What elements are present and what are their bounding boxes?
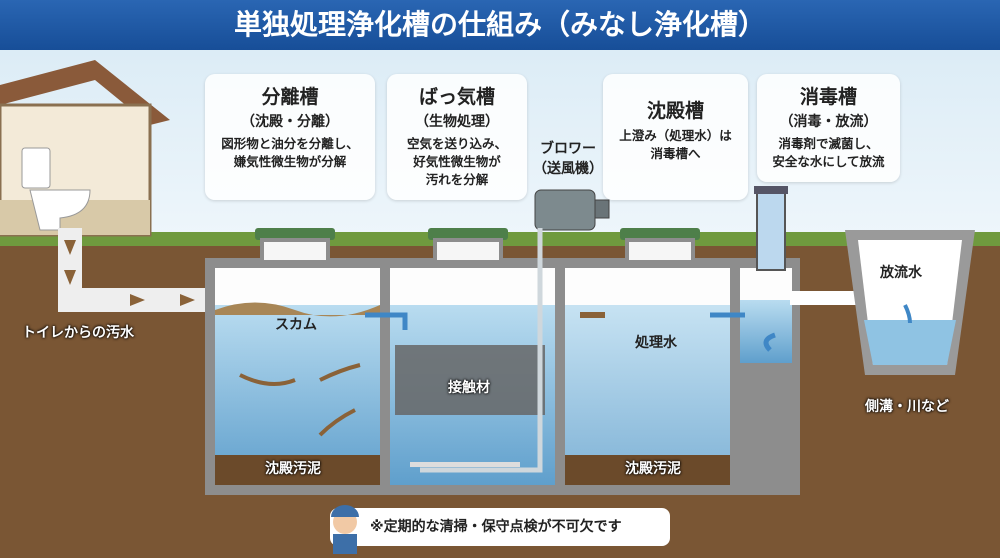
callout-heading: 沈殿槽	[646, 100, 704, 122]
scum-label: スカム	[275, 317, 317, 333]
disinfection-water	[740, 300, 792, 363]
page-title: 単独処理浄化槽の仕組み（みなし浄化槽）	[0, 0, 1000, 50]
callout-desc: 空気を送り込み、好気性微生物が汚れを分解	[406, 136, 507, 187]
treated-water-label: 処理水	[635, 335, 677, 351]
callout-sub: （沈殿・分離）	[241, 114, 339, 130]
disinfectant-tube	[756, 189, 786, 271]
discharge-water-label: 放流水	[880, 265, 922, 281]
callout-aeration-tank: ばっ気槽 （生物処理） 空気を送り込み、好気性微生物が汚れを分解	[387, 74, 527, 200]
destination-label: 側溝・川など	[865, 399, 949, 415]
maintenance-note: ※定期的な清掃・保守点検が不可欠です	[330, 508, 670, 546]
blower-icon	[420, 189, 610, 473]
callout-heading: ばっ気槽	[418, 86, 495, 108]
flow-arrows-dirty	[64, 240, 195, 306]
callout-sub: （生物処理）	[415, 114, 499, 130]
callout-sub: （消毒・放流）	[779, 114, 878, 130]
manhole-covers	[255, 228, 700, 240]
sludge-2	[565, 455, 730, 485]
inflow-label: トイレからの汚水	[22, 325, 134, 341]
flow-arrows-clean	[365, 312, 776, 352]
river-water	[864, 320, 956, 365]
contact-media	[395, 345, 545, 415]
contact-media-label: 接触材	[448, 380, 490, 396]
callout-desc: 上澄み（処理水）は消毒槽へ	[619, 128, 732, 161]
sludge-label-2: 沈殿汚泥	[625, 461, 681, 477]
blower-label: ブロワー（送風機）	[533, 141, 603, 177]
callout-disinfection-tank: 消毒槽 （消毒・放流） 消毒剤で滅菌し、安全な水にして放流	[757, 74, 900, 182]
air-diffuser	[410, 462, 520, 467]
toilet-icon	[21, 147, 91, 231]
callout-heading: 分離槽	[261, 86, 319, 108]
callout-heading: 消毒槽	[799, 86, 857, 108]
flow-arrows-separation	[239, 363, 361, 437]
sludge-1	[215, 455, 380, 485]
callout-separation-tank: 分離槽 （沈殿・分離） 図形物と油分を分離し、嫌気性微生物が分解	[205, 74, 375, 200]
callout-desc: 図形物と油分を分離し、嫌気性微生物が分解	[221, 136, 359, 169]
scum-layer	[215, 302, 380, 317]
callout-settling-tank: 沈殿槽 上澄み（処理水）は消毒槽へ	[603, 74, 748, 200]
sludge-label-1: 沈殿汚泥	[265, 461, 321, 477]
callout-desc: 消毒剤で滅菌し、安全な水にして放流	[772, 136, 885, 169]
